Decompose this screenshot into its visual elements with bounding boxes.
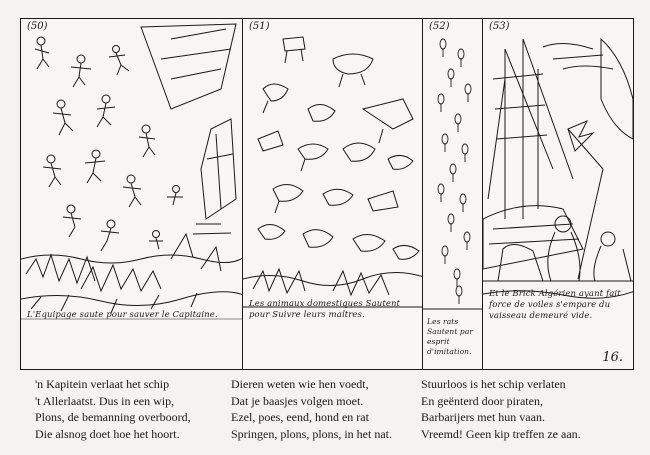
panel-52-drawing <box>423 38 482 310</box>
comic-panel-53: (53) Et le Brick Algérien ayant fait for… <box>482 18 634 370</box>
panel-caption: Et le Brick Algérien ayant fait force de… <box>489 289 621 321</box>
verse-column-3: Stuurloos is het schip verlaten En geënt… <box>421 376 581 442</box>
verse-line: Barbarijers met hun vaan. <box>421 410 545 424</box>
comic-panel-51: (51) Les animaux domestiques Sautent pou… <box>242 18 423 370</box>
verse-line: Stuurloos is het schip verlaten <box>421 377 566 391</box>
panel-50-drawing <box>21 23 242 320</box>
panel-number: (53) <box>489 21 510 32</box>
verse-column-2: Dieren weten wie hen voedt, Dat je baasj… <box>231 376 392 442</box>
panel-number: (51) <box>249 21 270 32</box>
panel-53-drawing <box>483 37 633 299</box>
panel-caption: Les rats Sautent par esprit d'imitation. <box>427 317 474 356</box>
verse-line: Plons, de bemanning overboord, <box>35 410 191 424</box>
panel-number: (50) <box>27 21 48 32</box>
verse-line: Ezel, poes, eend, hond en rat <box>231 410 369 424</box>
comic-panel-52: (52) Les rats Sautent par esprit d'imita… <box>422 18 483 370</box>
comic-strip: (50) L'Equipage saute pour sauver le Cap… <box>20 18 634 370</box>
verse-line: Springen, plons, plons, in het nat. <box>231 426 392 441</box>
panel-51-drawing <box>243 36 422 308</box>
verse-line: 't Allerlaatst. Dus in een wip, <box>35 393 175 408</box>
verse-column-1: 'n Kapitein verlaat het schip 't Allerla… <box>35 376 191 442</box>
panel-caption: L'Equipage saute pour sauver le Capitain… <box>27 310 218 320</box>
verse-line: Dieren weten wie hen voedt, <box>231 377 369 391</box>
verse-columns: 'n Kapitein verlaat het schip 't Allerla… <box>35 376 625 448</box>
verse-line: En geënterd door piraten, <box>421 393 543 408</box>
comic-panel-50: (50) L'Equipage saute pour sauver le Cap… <box>20 18 243 370</box>
panel-number: (52) <box>429 21 450 32</box>
verse-line: Die alsnog doet hoe het hoort. <box>35 426 180 441</box>
page-number: 16. <box>602 350 623 365</box>
verse-line: 'n Kapitein verlaat het schip <box>35 377 170 391</box>
verse-line: Dat je baasjes volgen moet. <box>231 393 364 408</box>
verse-line: Vreemd! Geen kip treffen ze aan. <box>421 426 581 441</box>
panel-caption: Les animaux domestiques Sautent pour Sui… <box>249 299 401 320</box>
